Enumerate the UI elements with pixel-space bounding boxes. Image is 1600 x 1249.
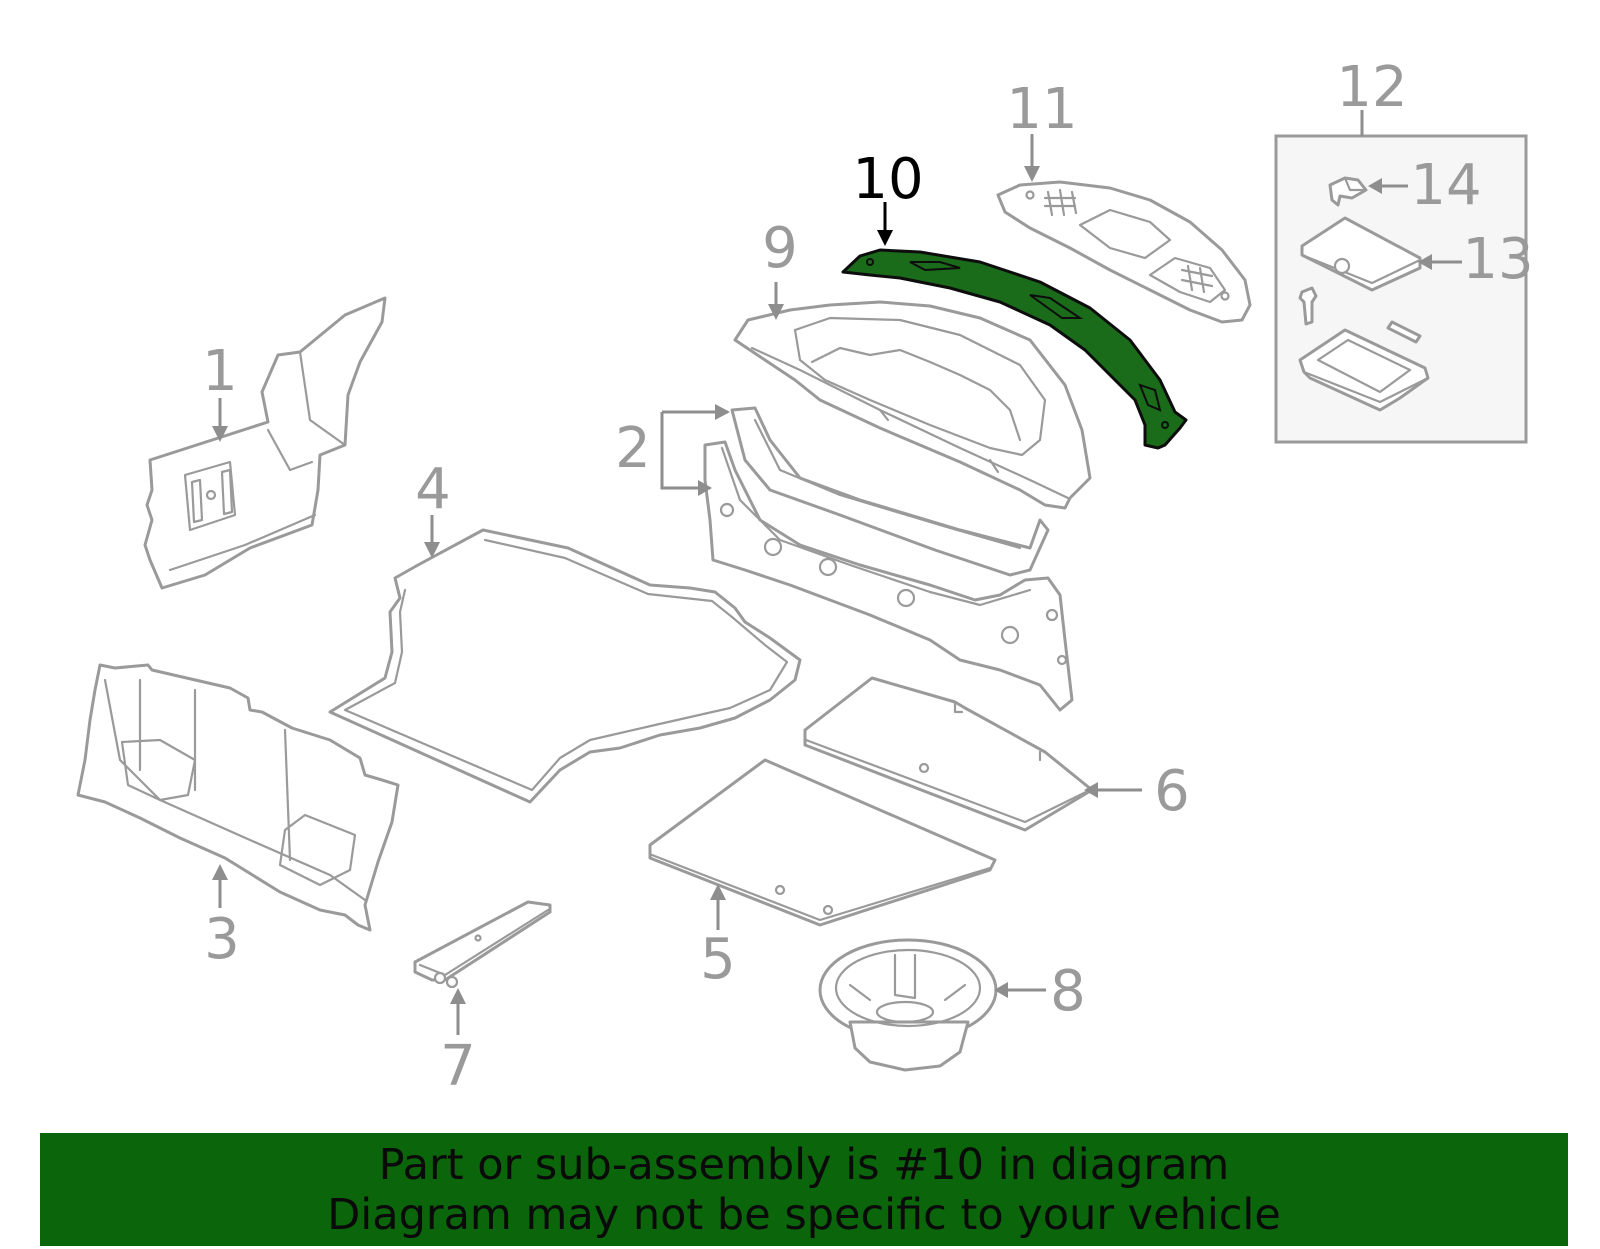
callout-10: 10 [852, 147, 923, 212]
callout-11: 11 [1006, 77, 1077, 142]
kit-bolt [1298, 286, 1318, 326]
callout-5: 5 [700, 927, 736, 992]
part-9-package-tray [733, 300, 1092, 510]
callout-13: 13 [1462, 227, 1533, 292]
part-11-deck-panel [996, 180, 1252, 324]
callout-1: 1 [202, 339, 238, 404]
callout-14: 14 [1410, 153, 1481, 218]
leader-lines [212, 110, 1462, 1035]
part-4-trunk-mat [328, 528, 802, 804]
callout-labels: 1 2 3 4 5 6 7 8 9 10 11 12 13 14 [202, 55, 1533, 1099]
part-10-highlighted [841, 248, 1188, 450]
part-1-side-trim [143, 296, 387, 590]
part-5-floor-board [648, 758, 997, 927]
callout-12: 12 [1336, 55, 1407, 120]
callout-2: 2 [615, 416, 651, 481]
callout-7: 7 [440, 1034, 476, 1099]
part-14-clip [1328, 176, 1368, 207]
kit-housing [1298, 328, 1430, 412]
info-banner: Part or sub-assembly is #10 in diagram D… [40, 1133, 1568, 1246]
part-7-bracket [413, 900, 552, 989]
part-8-spare-well [818, 938, 998, 1072]
callout-8: 8 [1050, 959, 1086, 1024]
callout-3: 3 [204, 907, 240, 972]
callout-9: 9 [762, 216, 798, 281]
banner-line-2: Diagram may not be specific to your vehi… [327, 1189, 1281, 1240]
callout-4: 4 [415, 457, 451, 522]
kit-pin [1386, 320, 1422, 344]
part-6-upper-board [803, 676, 1094, 832]
banner-line-1: Part or sub-assembly is #10 in diagram [378, 1139, 1230, 1190]
part-13-lens [1300, 216, 1422, 292]
part-3-quarter-trim [76, 663, 400, 932]
callout-6: 6 [1154, 759, 1190, 824]
part-2-rear-panel-trim [703, 406, 1074, 712]
